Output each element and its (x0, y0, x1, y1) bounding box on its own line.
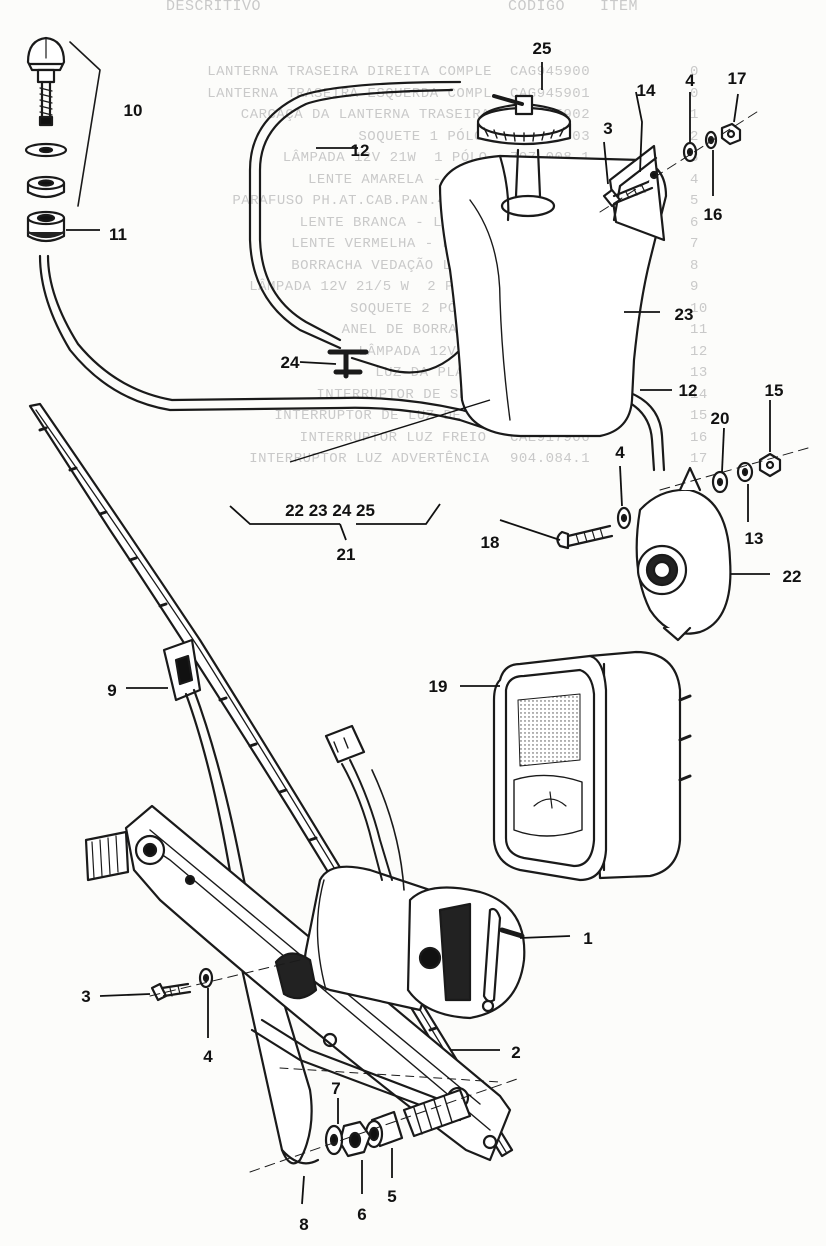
callout-5: 5 (387, 1187, 396, 1206)
ghost-row-desc: SOQUETE 1 PÓLO (358, 128, 484, 145)
ghost-row-desc: LANTERNA TRASEIRA ESQUERDA COMPL (207, 85, 493, 102)
ghost-row-item: 10 (690, 300, 708, 317)
washer-20 (711, 470, 729, 494)
ghost-row-item: 7 (690, 236, 699, 252)
ghost-header-item: ÍTEM (600, 0, 639, 15)
assembly-axis-lower-left (149, 959, 301, 997)
assembly-axis-spindle (249, 1077, 521, 1173)
ghost-row-item: 9 (690, 279, 699, 295)
callout-3b: 3 (81, 987, 90, 1006)
drive-link (250, 952, 464, 1122)
callout-10: 10 (124, 101, 143, 120)
leader-lines (66, 62, 771, 1205)
washer-4-pump (616, 506, 632, 530)
callout-15: 15 (765, 381, 784, 400)
callout-18: 18 (481, 533, 500, 552)
callout-25: 25 (533, 39, 552, 58)
callout-6: 6 (357, 1205, 366, 1224)
ghost-row-desc: LÂMPADA 12V 21W 1 PÓLO (282, 150, 488, 166)
ghost-row-item: 8 (690, 257, 699, 274)
callout-13: 13 (745, 529, 764, 548)
callout-4c: 4 (203, 1047, 213, 1066)
callout-24: 24 (281, 353, 300, 372)
assembly-axis-bracket (279, 1067, 501, 1083)
callout-14: 14 (637, 81, 656, 100)
callout-19: 19 (429, 677, 448, 696)
bolt-3-lower (150, 982, 192, 1002)
ghost-row-desc: INTERRUPTOR LUZ ADVERTÊNCIA (249, 451, 490, 467)
ghost-row-item: 0 (690, 85, 699, 102)
callout-20: 20 (711, 409, 730, 428)
ghost-row-item: 16 (690, 429, 708, 446)
callout-21: 21 (337, 545, 356, 564)
washer-hose (38, 80, 666, 472)
ghost-row-item: 12 (690, 343, 708, 360)
screw-18 (556, 524, 614, 550)
ghost-header-desc: DESCRITIVO (166, 0, 262, 15)
callout-23: 23 (675, 305, 694, 324)
ghost-row-item: 4 (690, 171, 699, 188)
callout-11: 11 (109, 225, 127, 244)
callout-3a: 3 (603, 119, 612, 138)
ghost-row-item: 6 (690, 214, 699, 231)
washer-4-lower (198, 967, 214, 989)
callout-7: 7 (331, 1079, 340, 1098)
callout-4a: 4 (685, 71, 695, 90)
nut-17 (720, 122, 742, 146)
ghost-row-item: 11 (690, 322, 708, 338)
ghost-header-code: CÓDIGO (508, 0, 566, 15)
ghost-row-item: 2 (690, 128, 699, 145)
ghost-row-item: 14 (690, 386, 708, 403)
lock-washer-13 (736, 461, 754, 483)
callout-8: 8 (299, 1215, 308, 1234)
nut-15 (758, 452, 782, 478)
lock-washer-16 (704, 130, 718, 150)
ghost-row-code: CAG945900 (510, 64, 591, 80)
callout-2: 2 (511, 1043, 520, 1062)
callout-4b: 4 (615, 443, 625, 462)
t-connector (327, 349, 369, 379)
callout-22: 22 (783, 567, 802, 586)
callout-12b: 12 (679, 381, 698, 400)
callout-12a: 12 (351, 141, 370, 160)
ghost-row-desc: LANTERNA TRASEIRA DIREITA COMPLE (207, 64, 493, 80)
assembly-axis-pump (659, 447, 809, 491)
wiper-switch (492, 650, 692, 882)
ghost-row-item: 0 (690, 64, 699, 80)
callout-group: 22 23 24 25 (285, 501, 375, 520)
leader-10-bracket (69, 41, 101, 207)
ghost-row-item: 17 (690, 451, 708, 467)
shaft-left (84, 830, 166, 882)
ghost-row-desc: INTERRUPTOR LUZ FREIO (299, 429, 487, 446)
reservoir-cap (476, 94, 572, 146)
ghost-row-item: 1 (690, 107, 699, 123)
washer-7 (324, 1124, 344, 1156)
ghost-row-item: 13 (690, 365, 708, 381)
assembly-axis-upper (599, 109, 761, 213)
motor-connector (324, 724, 405, 891)
callout-16: 16 (704, 205, 723, 224)
callout-17: 17 (728, 69, 747, 88)
callout-9: 9 (107, 681, 116, 700)
callout-1: 1 (583, 929, 592, 948)
washer-pump (635, 466, 732, 642)
wiper-motor (303, 865, 526, 1020)
ghost-row-code: 904.084.1 (510, 451, 591, 467)
ghost-row-item: 15 (690, 408, 708, 424)
rubber-grommet (26, 210, 66, 243)
washer-nozzle (24, 36, 68, 199)
ghost-row-item: 5 (690, 193, 699, 209)
